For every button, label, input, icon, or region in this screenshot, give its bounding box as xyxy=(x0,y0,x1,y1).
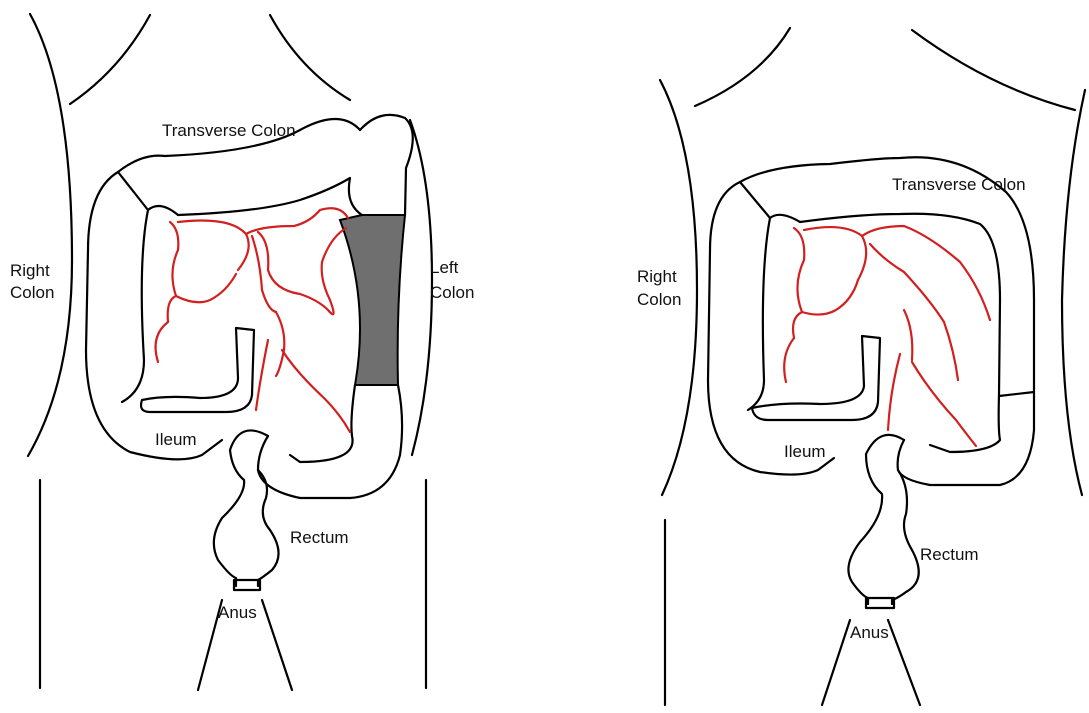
label-rectum: Rectum xyxy=(920,545,979,564)
panel-after: Transverse Colon Right Colon Ileum Rectu… xyxy=(637,28,1085,705)
ileum-left xyxy=(141,328,254,412)
colon-outer-wall xyxy=(708,157,1034,485)
label-right-colon-line2: Colon xyxy=(10,283,54,302)
label-right-colon-line2: Colon xyxy=(637,290,681,309)
label-transverse-colon: Transverse Colon xyxy=(892,175,1026,194)
label-rectum: Rectum xyxy=(290,528,349,547)
anal-sphincter-right xyxy=(866,598,894,608)
colon-anastomosis-line xyxy=(999,392,1034,396)
label-left-colon-line2: Colon xyxy=(430,283,474,302)
label-anus: Anus xyxy=(218,603,257,622)
ileum-right xyxy=(752,336,880,420)
mesenteric-vessels-right xyxy=(784,226,990,446)
colon-inner-wall xyxy=(118,172,362,462)
mesenteric-vessels-left xyxy=(156,208,350,432)
rectum-left xyxy=(214,430,279,586)
resected-left-colon-segment xyxy=(340,215,405,385)
anal-sphincter-left xyxy=(234,580,260,590)
label-anus: Anus xyxy=(850,623,889,642)
label-right-colon-line1: Right xyxy=(637,267,677,286)
rectum-right xyxy=(848,435,918,604)
label-left-colon-line1: Left xyxy=(430,258,459,277)
label-right-colon-line1: Right xyxy=(10,261,50,280)
colon-inner-wall xyxy=(740,182,1000,452)
colon-right xyxy=(708,157,1034,608)
colon-left xyxy=(86,115,413,590)
torso-outline-right xyxy=(660,28,1085,705)
label-ileum: Ileum xyxy=(155,430,197,449)
label-ileum: Ileum xyxy=(784,442,826,461)
label-transverse-colon: Transverse Colon xyxy=(162,121,296,140)
panel-before: Transverse Colon Right Colon Left Colon … xyxy=(10,14,474,690)
